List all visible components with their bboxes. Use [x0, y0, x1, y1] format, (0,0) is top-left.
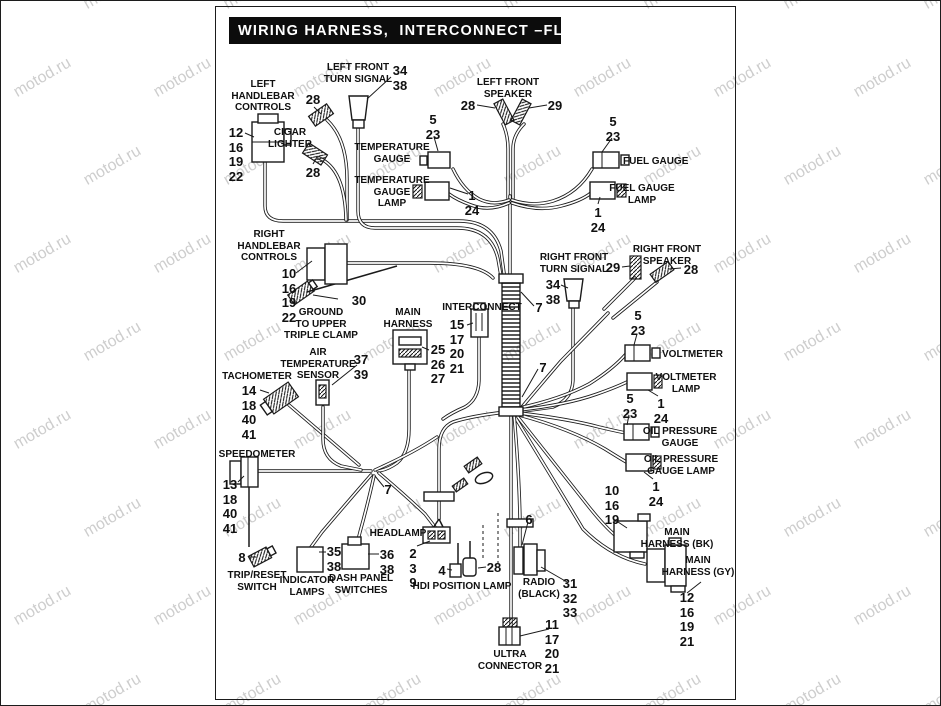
connector-tachometer	[259, 381, 300, 416]
connector-trip-reset	[247, 545, 277, 568]
connector-indicator-lamps	[296, 546, 324, 573]
connector-fuel-gauge-lamp	[589, 181, 627, 200]
connector-voltmeter	[624, 344, 661, 362]
connector-temp-gauge	[419, 151, 451, 169]
page-title: WIRING HARNESS, INTERCONNECT –FLTRI	[238, 22, 590, 39]
connector-fuel-gauge	[592, 151, 630, 169]
connector-ground-lug	[286, 278, 319, 306]
connector-rf-speaker-left	[629, 255, 642, 280]
connector-speedometer	[229, 456, 259, 488]
connector-lf-speaker-left	[493, 98, 515, 126]
connector-rf-turn-signal	[563, 278, 584, 309]
connector-voltmeter-lamp	[626, 372, 663, 391]
connector-temp-gauge-lamp	[412, 181, 450, 201]
connector-hdi-position-lamp	[449, 557, 477, 578]
connector-lh-controls	[251, 113, 292, 163]
connector-lf-speaker-right	[510, 98, 532, 126]
connector-main-harness-gy	[646, 537, 687, 593]
connector-main-harness-box	[392, 329, 428, 371]
leader-lines	[237, 76, 702, 637]
connector-dash-panel	[341, 536, 370, 570]
single-wires	[248, 265, 471, 564]
bullet-connectors	[451, 456, 494, 493]
connector-rf-speaker-right	[649, 260, 675, 284]
connector-radio	[513, 543, 546, 576]
connector-oil-gauge-lamp	[625, 453, 662, 472]
cable-clamp-left	[423, 491, 455, 502]
conduit	[498, 273, 524, 417]
connector-rh-controls	[306, 243, 348, 285]
connector-ultra	[498, 617, 521, 646]
connector-interconnect	[470, 302, 489, 338]
connector-lf-turn-signal	[348, 95, 369, 129]
title-bar: WIRING HARNESS, INTERCONNECT –FLTRI	[229, 17, 588, 44]
diagram-frame	[215, 6, 736, 700]
cable-clamp-radio	[506, 518, 534, 528]
hidden-wires-dashed	[482, 513, 499, 563]
connector-oil-gauge	[623, 423, 660, 441]
connector-cigar-lighter-bottom	[301, 142, 329, 166]
connector-main-harness-bk	[613, 513, 651, 559]
connector-headlamp	[422, 526, 451, 544]
connector-air-temp-sensor	[315, 379, 330, 406]
